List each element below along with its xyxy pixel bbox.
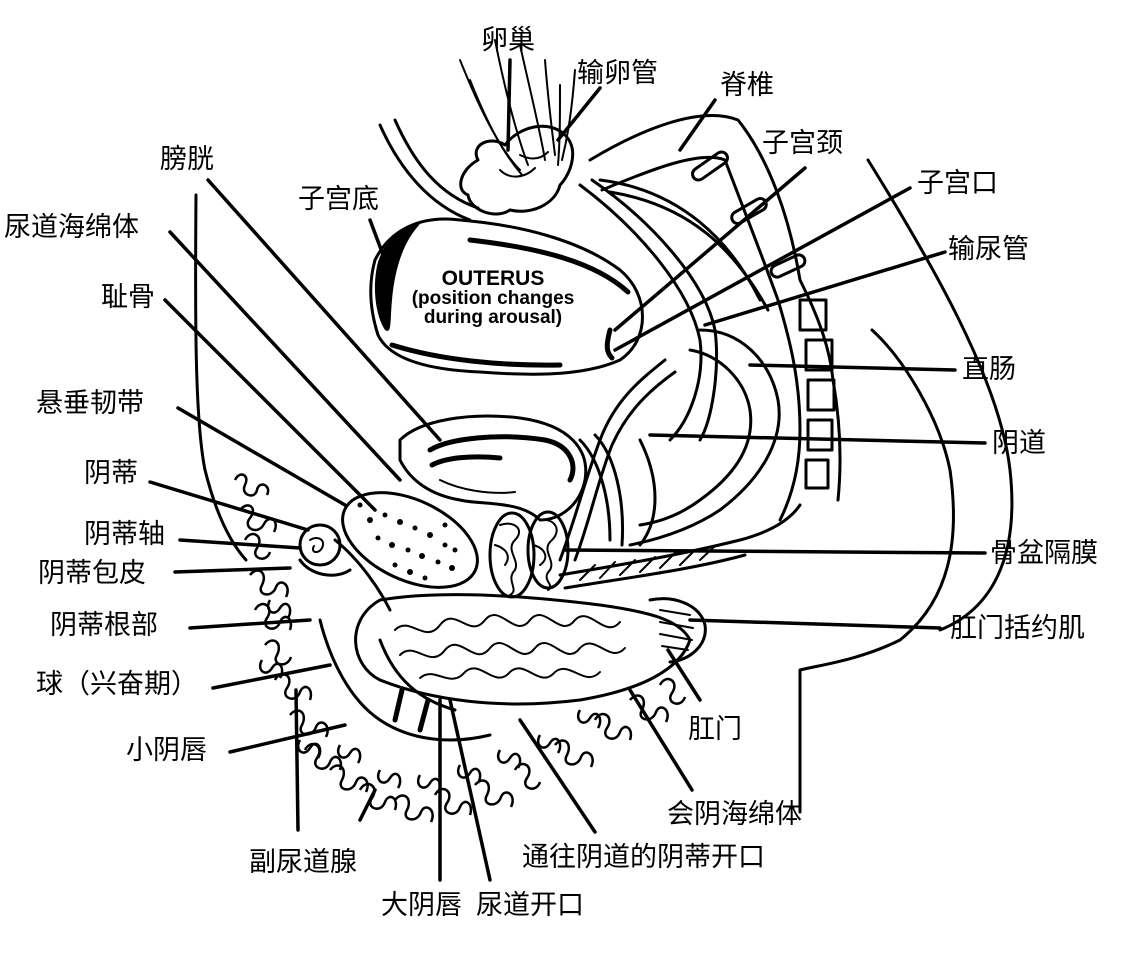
label-anus: 肛门 xyxy=(688,716,742,743)
label-urethral-sponge: 尿道海绵体 xyxy=(4,214,139,241)
spine-outline xyxy=(590,116,840,500)
label-vaginal-opening: 通往阴道的阴蒂开口 xyxy=(522,844,765,871)
leader-lines xyxy=(150,60,985,880)
pubic-bone-dots xyxy=(358,503,458,581)
urethral-sponge xyxy=(490,512,568,597)
label-perineal-sponge: 会阴海绵体 xyxy=(667,801,802,828)
label-bladder: 膀胱 xyxy=(160,146,214,173)
label-bulb: 球（兴奋期） xyxy=(36,671,198,698)
uterus-caption-line2: (position changes xyxy=(378,289,608,308)
label-ureter: 输尿管 xyxy=(948,236,1029,263)
uterus-caption-line3: during arousal) xyxy=(378,308,608,327)
label-spine: 脊椎 xyxy=(720,72,774,99)
label-paraurethral-gland: 副尿道腺 xyxy=(249,849,357,876)
label-cervix: 子宫颈 xyxy=(762,130,843,157)
label-rectum: 直肠 xyxy=(962,356,1016,383)
label-labia-minora: 小阴唇 xyxy=(126,737,207,764)
label-vagina: 阴道 xyxy=(992,430,1046,457)
uterus-caption: OUTERUS (position changes during arousal… xyxy=(378,268,608,327)
label-pelvic-diaphragm: 骨盆隔膜 xyxy=(990,540,1098,567)
label-fallopian-tube: 输卵管 xyxy=(577,60,658,87)
perineal-coils xyxy=(395,615,625,679)
label-urethral-opening: 尿道开口 xyxy=(476,892,584,919)
buttock-contour xyxy=(800,330,953,812)
label-clitoris: 阴蒂 xyxy=(84,460,138,487)
ovary-shape xyxy=(461,126,573,214)
pubic-bone xyxy=(328,473,492,606)
label-clitoral-shaft: 阴蒂轴 xyxy=(84,521,165,548)
fallopian-tube-fibers xyxy=(380,40,575,220)
label-pubic-bone: 耻骨 xyxy=(101,284,155,311)
uterus-caption-line1: OUTERUS xyxy=(378,268,608,289)
label-anal-sphincter: 肛门括约肌 xyxy=(950,615,1085,642)
anal-sphincter xyxy=(650,599,705,662)
label-suspensory-ligament: 悬垂韧带 xyxy=(36,390,144,417)
label-clitoral-crura: 阴蒂根部 xyxy=(50,612,158,639)
perineal-sponge xyxy=(356,595,690,704)
label-clitoral-hood: 阴蒂包皮 xyxy=(38,560,146,587)
label-labia-majora: 大阴唇 xyxy=(381,892,462,919)
label-cervical-os: 子宫口 xyxy=(917,170,998,197)
label-fundus: 子宫底 xyxy=(298,186,379,213)
label-ovary: 卵巢 xyxy=(481,27,535,54)
